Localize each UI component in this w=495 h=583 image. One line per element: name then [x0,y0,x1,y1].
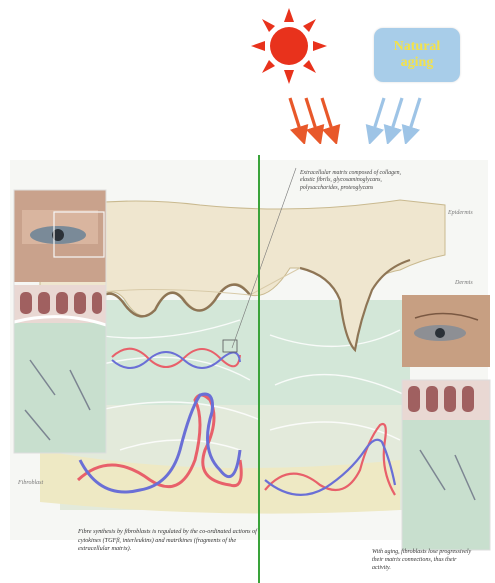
caption-right: With aging, fibroblasts lose progressive… [372,548,472,573]
natural-aging-line1: Natural [394,39,441,55]
natural-aging-line2: aging [401,55,434,71]
dermis-label: Dermis [455,280,473,286]
fibroblast-label: Fibroblast [18,480,43,486]
uv-arrows [284,96,350,144]
sun-icon [251,8,327,84]
epidermis-label: Epidermis [448,210,473,216]
skin-illustration [0,150,495,583]
caption-left: Fibre synthesis by fibroblasts is regula… [78,528,258,554]
natural-aging-box: Natural aging [374,28,460,82]
extracellular-matrix-label: Extracellular matrix composed of collage… [300,170,410,192]
aging-arrows [362,96,432,144]
